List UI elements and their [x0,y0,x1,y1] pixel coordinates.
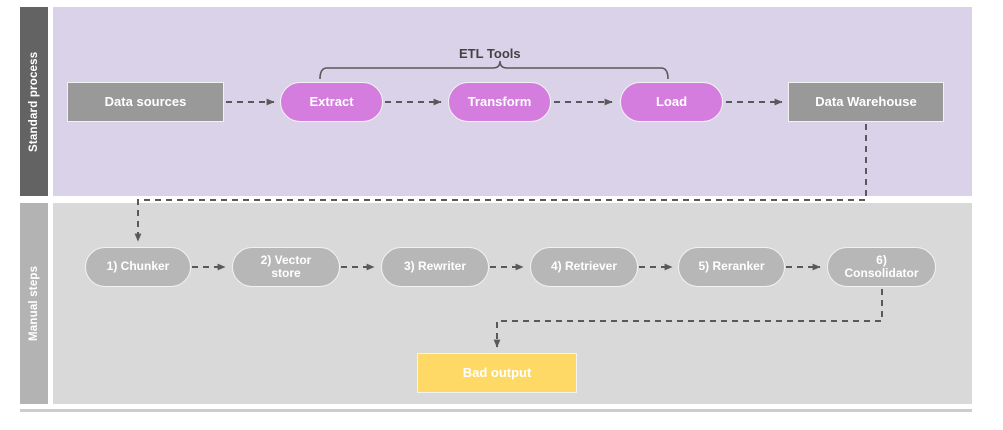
etl-tools-label: ETL Tools [459,46,521,61]
node-data-warehouse[interactable]: Data Warehouse [788,82,944,122]
node-data-sources[interactable]: Data sources [67,82,224,122]
node-rewriter[interactable]: 3) Rewriter [381,247,489,287]
node-consolidator[interactable]: 6) Consolidator [827,247,936,287]
node-retriever[interactable]: 4) Retriever [530,247,638,287]
node-chunker[interactable]: 1) Chunker [85,247,191,287]
node-vector-store[interactable]: 2) Vector store [232,247,340,287]
node-extract[interactable]: Extract [280,82,383,122]
node-bad-output[interactable]: Bad output [417,353,577,393]
node-load[interactable]: Load [620,82,723,122]
node-reranker[interactable]: 5) Reranker [678,247,785,287]
lane-divider [20,409,972,412]
lane-standard-process-label: Standard process [20,7,48,196]
node-transform[interactable]: Transform [448,82,551,122]
lane-manual-steps-label: Manual steps [20,203,48,404]
